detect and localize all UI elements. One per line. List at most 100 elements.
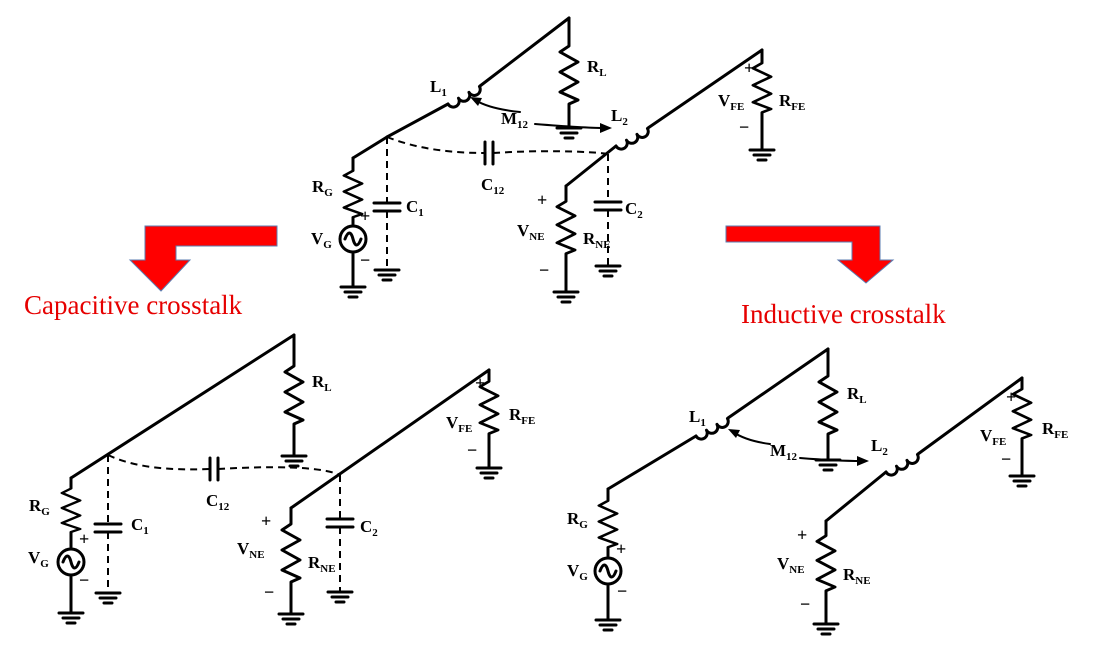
ind-minus-vfe: − <box>1001 449 1011 469</box>
label-vne-sub: NE <box>529 231 544 243</box>
label-c12-sub: 12 <box>493 185 505 197</box>
label-rfe: R <box>779 91 792 110</box>
svg-text:VG: VG <box>28 548 49 570</box>
cap-label-vg: V <box>28 548 41 567</box>
label-vne: V <box>517 221 530 240</box>
svg-text:RG: RG <box>312 177 333 199</box>
ind-label-rg: R <box>567 509 580 528</box>
svg-text:RL: RL <box>847 384 867 406</box>
label-rne-sub: NE <box>595 239 610 251</box>
cap-minus-vne: − <box>264 582 274 602</box>
label-c1-sub: 1 <box>418 207 424 219</box>
cap-label-rfe-sub: FE <box>521 415 535 427</box>
ind-label-rl: R <box>847 384 860 403</box>
cap-label-c12-sub: 12 <box>218 501 230 513</box>
ind-label-vg-sub: G <box>579 571 588 583</box>
label-l2: L <box>611 106 622 125</box>
svg-text:RFE: RFE <box>779 91 805 113</box>
cap-label-c1: C <box>131 515 143 534</box>
ind-plus-vfe: + <box>1006 387 1016 407</box>
caption-capacitive: Capacitive crosstalk <box>24 290 243 320</box>
svg-text:L2: L2 <box>611 106 628 128</box>
svg-text:VFE: VFE <box>980 426 1006 448</box>
plus-vne: + <box>537 190 547 210</box>
ind-label-vne: V <box>777 554 790 573</box>
cap-label-c2-sub: 2 <box>372 527 378 539</box>
svg-text:RNE: RNE <box>583 229 611 251</box>
ind-label-l2-sub: 2 <box>882 446 888 458</box>
svg-text:C12: C12 <box>481 175 505 197</box>
svg-text:C1: C1 <box>406 197 424 219</box>
ind-label-vne-sub: NE <box>789 564 804 576</box>
ind-label-m12-sub: 12 <box>786 451 798 463</box>
arrow-to-inductive <box>725 225 895 284</box>
svg-text:RNE: RNE <box>308 553 336 575</box>
ind-label-rfe: R <box>1042 419 1055 438</box>
label-vg-sub: G <box>323 239 332 251</box>
label-c12: C <box>481 175 493 194</box>
ind-label-l2: L <box>871 436 882 455</box>
cap-label-vne-sub: NE <box>249 549 264 561</box>
ind-label-l1-sub: 1 <box>700 417 706 429</box>
label-vg: V <box>311 229 324 248</box>
label-c2-sub: 2 <box>637 209 643 221</box>
ind-label-rne-sub: NE <box>855 575 870 587</box>
ind-label-vfe: V <box>980 426 993 445</box>
ind-plus-vg: + <box>616 539 626 559</box>
cap-label-vfe-sub: FE <box>458 423 472 435</box>
ind-label-vfe-sub: FE <box>992 436 1006 448</box>
label-l2-sub: 2 <box>622 116 628 128</box>
label-l1: L <box>430 77 441 96</box>
cap-label-rne-sub: NE <box>320 563 335 575</box>
ind-label-rl-sub: L <box>859 394 866 406</box>
label-l1-sub: 1 <box>441 87 447 99</box>
svg-text:C12: C12 <box>206 491 230 513</box>
cap-plus-vne: + <box>261 511 271 531</box>
cap-minus-vfe: − <box>467 440 477 460</box>
label-rfe-sub: FE <box>791 101 805 113</box>
ind-label-m12: M <box>770 441 786 460</box>
svg-text:C2: C2 <box>625 199 643 221</box>
plus-vg: + <box>360 206 370 226</box>
svg-text:VG: VG <box>567 561 588 583</box>
ind-plus-vne: + <box>797 525 807 545</box>
svg-text:VG: VG <box>311 229 332 251</box>
svg-text:VFE: VFE <box>718 91 744 113</box>
cap-label-vg-sub: G <box>40 558 49 570</box>
cap-label-rl-sub: L <box>324 382 331 394</box>
cap-label-c2: C <box>360 517 372 536</box>
svg-text:VNE: VNE <box>777 554 805 576</box>
svg-text:RG: RG <box>567 509 588 531</box>
svg-text:M12: M12 <box>501 109 529 131</box>
cap-plus-vfe: + <box>475 373 485 393</box>
minus-vne: − <box>539 260 549 280</box>
svg-text:RL: RL <box>587 57 607 79</box>
label-rl: R <box>587 57 600 76</box>
label-vfe: V <box>718 91 731 110</box>
label-m12: M <box>501 109 517 128</box>
cap-label-rg-sub: G <box>41 506 50 518</box>
svg-text:C1: C1 <box>131 515 149 537</box>
cap-label-vfe: V <box>446 413 459 432</box>
cap-label-vne: V <box>237 539 250 558</box>
minus-vg: − <box>360 250 370 270</box>
ind-label-rg-sub: G <box>579 519 588 531</box>
svg-text:C2: C2 <box>360 517 378 539</box>
label-m12-sub: 12 <box>517 119 529 131</box>
label-rl-sub: L <box>599 67 606 79</box>
svg-text:RNE: RNE <box>843 565 871 587</box>
svg-text:RFE: RFE <box>1042 419 1068 441</box>
minus-vfe: − <box>739 117 749 137</box>
ind-label-rfe-sub: FE <box>1054 429 1068 441</box>
inductive-circuit: RL L1 M12 L2 RG VG VNE RNE VFE RFE + − +… <box>567 347 1068 636</box>
svg-text:RG: RG <box>29 496 50 518</box>
ind-label-vg: V <box>567 561 580 580</box>
svg-text:VNE: VNE <box>517 221 545 243</box>
cap-label-rg: R <box>29 496 42 515</box>
svg-text:RL: RL <box>312 372 332 394</box>
ind-label-rne: R <box>843 565 856 584</box>
ind-minus-vne: − <box>800 594 810 614</box>
svg-text:L1: L1 <box>689 407 706 429</box>
cap-label-c12: C <box>206 491 218 510</box>
